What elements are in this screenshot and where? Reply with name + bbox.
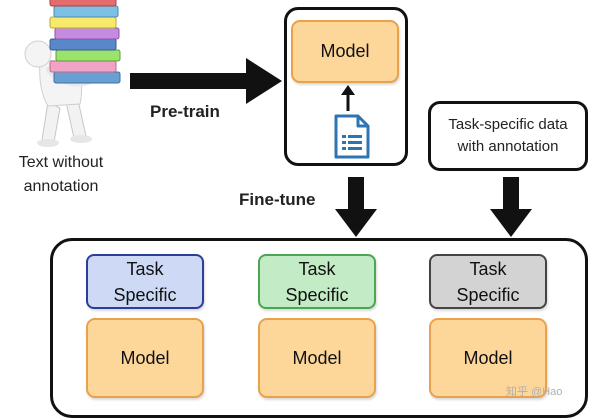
book-stack-icon bbox=[49, 0, 121, 84]
finetuned-model-2: Model bbox=[258, 318, 376, 398]
finetune-arrow-from-data bbox=[490, 177, 532, 237]
finetune-arrow-from-model bbox=[335, 177, 377, 237]
watermark: 知乎 @Hao bbox=[506, 386, 563, 398]
task-data-label-line1: Task-specific data bbox=[448, 116, 568, 133]
document-icon bbox=[334, 114, 370, 159]
finetuned-model-1: Model bbox=[86, 318, 204, 398]
up-arrow-icon bbox=[341, 85, 355, 111]
pretrain-finetune-diagram: Text without annotation Pre-train Model … bbox=[18, 0, 588, 418]
person-carrying-books-icon bbox=[24, 0, 121, 147]
pretrain-label: Pre-train bbox=[150, 102, 220, 121]
pretrain-arrow bbox=[130, 58, 282, 104]
finetune-label: Fine-tune bbox=[239, 190, 316, 209]
task-specific-data-box: Task-specific data with annotation bbox=[428, 101, 588, 171]
finetuned-model-3: Model bbox=[429, 318, 547, 398]
task-data-label-line2: with annotation bbox=[457, 138, 559, 155]
text-without-annotation-label: Text without annotation bbox=[18, 154, 104, 195]
pretrained-model: Model bbox=[291, 20, 399, 83]
